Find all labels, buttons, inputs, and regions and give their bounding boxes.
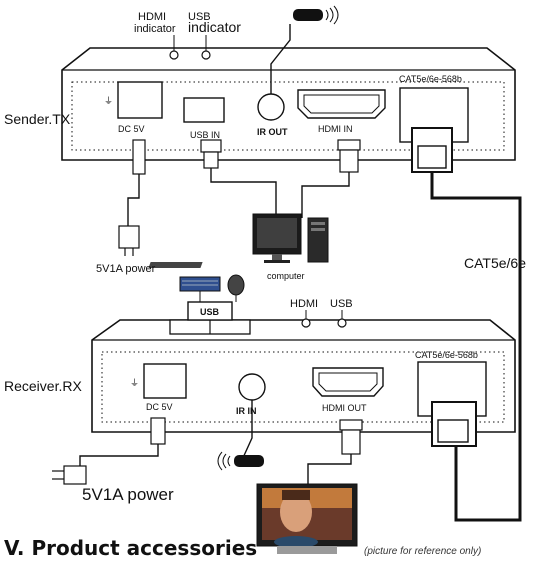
ir-port-tx: [257, 93, 285, 121]
cat-cable: [430, 172, 522, 522]
sender-label: Sender.TX: [4, 111, 71, 127]
dc5v-tx-label: DC 5V: [118, 124, 145, 134]
dc5v-rx-label: DC 5V: [146, 402, 173, 412]
mouse-icon: [227, 274, 245, 296]
usb-port-tx: [183, 97, 225, 123]
rx-plugs: [52, 400, 477, 485]
cat-tx-label: CAT5e/6e-568b: [399, 74, 462, 84]
power-tx-label: 5V1A power: [96, 263, 156, 275]
hdmi-rx-top-label: HDMI: [290, 298, 318, 310]
usb-hub-rx: [187, 301, 233, 321]
dc-port-tx: [117, 81, 163, 119]
polarity-icon-rx: ⏚: [130, 378, 139, 388]
dc-port-rx: [143, 363, 187, 399]
cat-cable-label: CAT5e/6e: [464, 255, 526, 271]
tv-icon: [256, 483, 358, 554]
usb-indicator-line2: indicator: [188, 19, 241, 35]
hdmi-port-rx: [312, 367, 384, 397]
polarity-icon: ⏚: [104, 96, 113, 106]
usb-led-rx: [337, 318, 347, 328]
ir-receiver-rx: [234, 455, 264, 467]
hdmi-led-rx: [301, 318, 311, 328]
tx-plugs: [118, 127, 453, 256]
usb-indicator-line1: USB: [188, 11, 211, 23]
keyboard-icon: [179, 276, 221, 292]
power-rx-label: 5V1A power: [82, 485, 174, 504]
reference-caption: (picture for reference only): [364, 546, 482, 557]
cat-rx-label: CAT5e/6e-568b: [415, 350, 478, 360]
ir-port-rx: [238, 373, 266, 401]
usb-indicator-led: [201, 50, 211, 60]
usb-rx-top-label: USB: [330, 298, 353, 310]
ir-emitter-tx: [293, 9, 323, 21]
section-heading: V. Product accessories: [4, 536, 258, 560]
ir-out-label: IR OUT: [257, 127, 288, 137]
computer-label: computer: [267, 271, 305, 281]
hdmi-indicator-line1: HDMI: [138, 11, 166, 23]
usb-in-label: USB IN: [190, 130, 220, 140]
hdmi-in-label: HDMI IN: [318, 124, 353, 134]
power-adapter-rx: [63, 465, 87, 485]
receiver-label: Receiver.RX: [4, 378, 82, 394]
receiver-unit: USB HDMI USB ⏚ CAT5e/6e-568b DC 5V IR IN…: [91, 298, 516, 433]
hdmi-indicator-line2: indicator: [134, 23, 176, 35]
hdmi-port-tx: [297, 89, 386, 119]
ir-in-label: IR IN: [236, 406, 257, 416]
power-adapter-tx: [118, 225, 140, 249]
usb-rx-label: USB: [200, 307, 220, 317]
hdmi-out-label: HDMI OUT: [322, 403, 367, 413]
computer-icon: [148, 213, 329, 268]
hdmi-indicator-led: [169, 50, 179, 60]
